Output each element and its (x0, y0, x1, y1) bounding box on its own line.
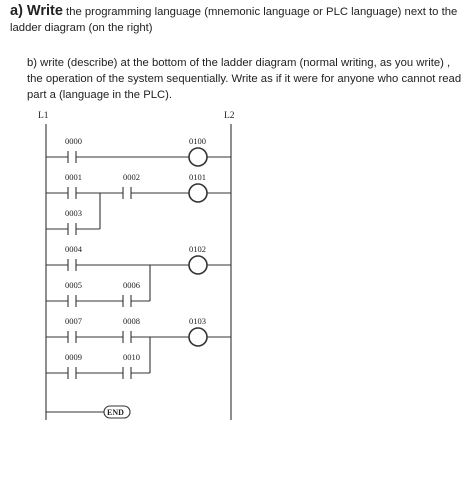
coil-0102-label: 0102 (189, 244, 206, 254)
rung-1: 0000 0100 (46, 136, 231, 167)
coil-0101 (188, 183, 208, 203)
contact-0005-label: 0005 (65, 280, 82, 290)
right-rail-label: L2 (224, 111, 235, 121)
contact-0009-label: 0009 (65, 352, 82, 362)
question-b: b) write (describe) at the bottom of the… (27, 57, 462, 101)
rung-2: 0001 0002 0101 0003 (46, 172, 231, 235)
end-rung: END (46, 405, 131, 419)
contact-0002-label: 0002 (123, 172, 140, 182)
contact-0004-label: 0004 (65, 244, 83, 254)
contact-0003-label: 0003 (65, 208, 82, 218)
question-a-lead: a) Write (10, 3, 63, 19)
end-instruction (103, 405, 131, 419)
coil-0100-label: 0100 (189, 136, 206, 146)
coil-0102 (188, 255, 208, 275)
contact-0008-label: 0008 (123, 316, 140, 326)
coil-0103-label: 0103 (189, 316, 206, 326)
coil-0103 (188, 327, 208, 347)
end-label: END (107, 408, 124, 417)
coil-0101-label: 0101 (189, 172, 206, 182)
contact-0007-label: 0007 (65, 316, 82, 326)
contact-0000-label: 0000 (65, 136, 82, 146)
rung-4: 0007 0008 0103 0009 0010 (46, 316, 231, 379)
contact-0010-label: 0010 (123, 352, 140, 362)
contact-0006-label: 0006 (123, 280, 140, 290)
rung-3: 0004 0102 0005 0006 (46, 244, 231, 307)
contact-0001-label: 0001 (65, 172, 82, 182)
left-rail-label: L1 (38, 111, 49, 121)
coil-0100 (188, 147, 208, 167)
question-a: a) Write the programming language (mnemo… (10, 3, 468, 36)
question-a-text: the programming language (mnemonic langu… (10, 6, 458, 34)
